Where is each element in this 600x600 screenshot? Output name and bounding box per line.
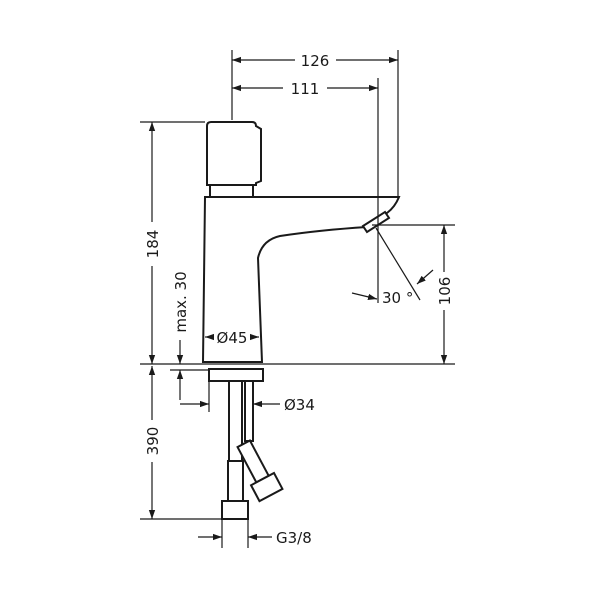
hose-fitting-1 (227, 460, 244, 502)
dimension-max-30: max. 30 (172, 271, 190, 400)
dimension-111: 111 (232, 80, 378, 98)
handle-collar (209, 184, 254, 198)
handle (206, 121, 262, 186)
spout-body (201, 196, 401, 363)
svg-text:max. 30: max. 30 (172, 271, 190, 332)
dimension-d34: Ø34 (180, 396, 315, 414)
svg-text:126: 126 (301, 52, 330, 70)
mounting-ring (208, 368, 264, 382)
svg-text:30 °: 30 ° (382, 289, 413, 307)
svg-text:390: 390 (144, 427, 162, 456)
dimension-184: 184 (144, 122, 162, 364)
faucet-body (201, 121, 401, 520)
dimension-390: 390 (144, 366, 162, 519)
dimension-g3-8: G3/8 (198, 529, 312, 547)
supply-pipe (244, 380, 254, 442)
svg-text:184: 184 (144, 230, 162, 259)
svg-text:Ø34: Ø34 (284, 396, 315, 414)
hose-fitting-2 (236, 439, 284, 503)
svg-text:Ø45: Ø45 (217, 329, 248, 347)
dimension-106: 106 (436, 225, 454, 364)
dimension-angle-30: 30 ° (351, 269, 434, 307)
dimension-d45: Ø45 (205, 329, 259, 347)
svg-text:111: 111 (291, 80, 320, 98)
svg-text:G3/8: G3/8 (276, 529, 312, 547)
dimension-126: 126 (232, 52, 398, 70)
svg-text:106: 106 (436, 277, 454, 306)
nut-1 (221, 500, 249, 520)
